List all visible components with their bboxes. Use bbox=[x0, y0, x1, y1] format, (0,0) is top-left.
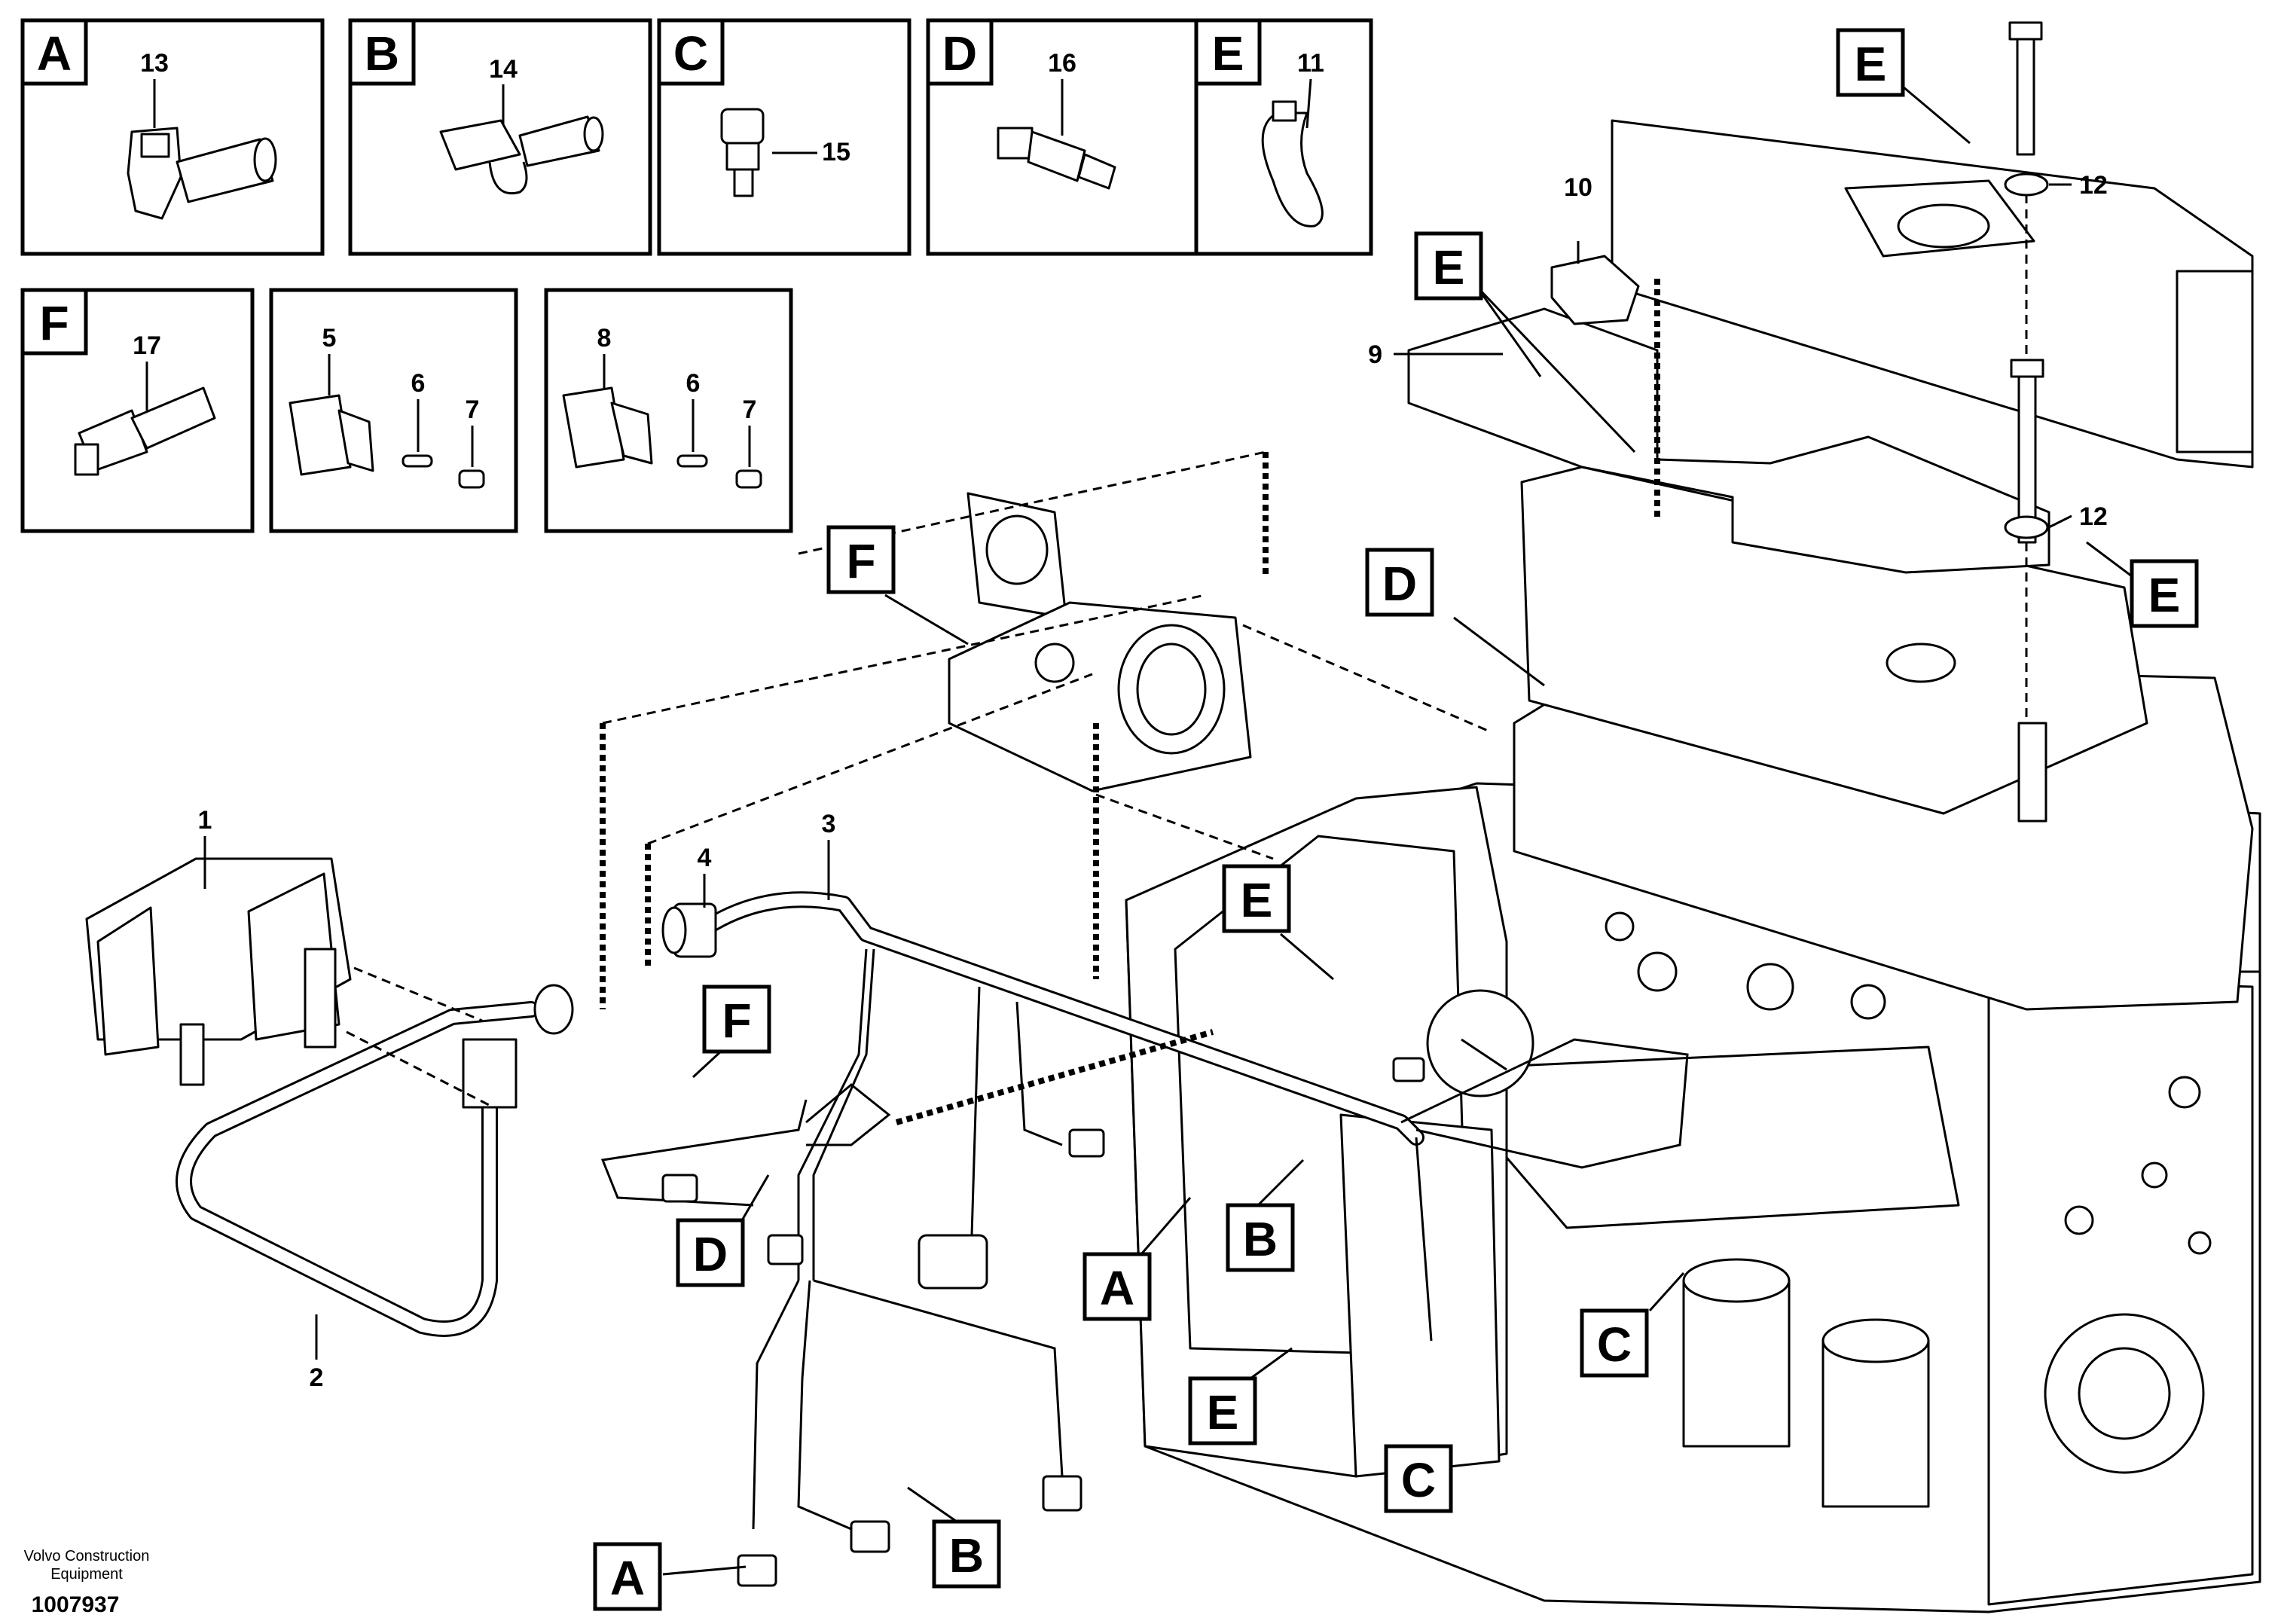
connector-housing-icon bbox=[289, 354, 485, 489]
inset-f-letter: F bbox=[39, 296, 69, 350]
callout-e-gear: E bbox=[1222, 864, 1291, 933]
assembly-lines bbox=[346, 279, 1660, 1125]
inset-b-part-number: 14 bbox=[489, 55, 518, 84]
part-number-12-upper: 12 bbox=[2079, 171, 2108, 200]
callout-c-filter: C bbox=[1580, 1308, 1649, 1378]
harness-connectors bbox=[661, 1057, 1448, 1587]
inset-b: B 14 bbox=[348, 18, 652, 256]
callout-e-right: E bbox=[2130, 559, 2199, 628]
callout-f-harness: F bbox=[702, 984, 771, 1054]
crank-sensor-icon bbox=[127, 79, 277, 220]
footer: Volvo Construction Equipment 1007937 bbox=[24, 1548, 150, 1617]
part-number-3: 3 bbox=[822, 810, 836, 838]
part-number-1: 1 bbox=[198, 806, 212, 835]
sensor-4 bbox=[661, 902, 717, 958]
svg-text:B: B bbox=[1243, 1212, 1278, 1266]
inset-connector-kit-8: 8 6 7 bbox=[544, 288, 793, 533]
cylinder-head bbox=[1513, 466, 2254, 1011]
svg-text:D: D bbox=[693, 1227, 728, 1281]
hose-2 bbox=[176, 984, 574, 1337]
inset-d: D 16 bbox=[926, 18, 1209, 256]
svg-text:F: F bbox=[722, 994, 751, 1048]
oil-filters bbox=[1682, 1258, 1930, 1508]
inset-g-part-7: 7 bbox=[466, 395, 480, 424]
ecu-1 bbox=[85, 857, 352, 1086]
inset-c-letter: C bbox=[673, 26, 708, 81]
relay-10 bbox=[1550, 255, 1640, 325]
inset-a-part-number: 13 bbox=[140, 49, 169, 78]
svg-text:A: A bbox=[1100, 1261, 1134, 1315]
exhaust-manifold bbox=[1611, 119, 2254, 469]
callout-a-bottom: A bbox=[593, 1542, 662, 1611]
pressure-switch-icon bbox=[720, 108, 817, 197]
bolt-12-upper bbox=[2004, 21, 2049, 197]
svg-text:F: F bbox=[846, 534, 875, 588]
temperature-sensor-icon bbox=[997, 79, 1116, 190]
svg-text:E: E bbox=[1855, 37, 1887, 91]
svg-text:A: A bbox=[610, 1551, 645, 1605]
inset-a-letter: A bbox=[37, 26, 72, 81]
callout-d-head: D bbox=[1365, 548, 1434, 617]
part-number-10: 10 bbox=[1564, 173, 1592, 202]
caption-line-2: Equipment bbox=[50, 1566, 123, 1583]
svg-text:B: B bbox=[949, 1528, 984, 1583]
inset-d-letter: D bbox=[942, 26, 977, 81]
callout-e-lower: E bbox=[1188, 1376, 1257, 1445]
callout-b-bottom: B bbox=[932, 1519, 1001, 1589]
callout-c-lower: C bbox=[1384, 1444, 1453, 1513]
pressure-sensor-icon bbox=[74, 362, 216, 476]
callout-e-top: E bbox=[1836, 28, 1905, 97]
svg-text:E: E bbox=[1207, 1385, 1239, 1439]
caption-line-1: Volvo Construction bbox=[24, 1548, 150, 1564]
wiring-harness-3 bbox=[600, 891, 1689, 1531]
part-numbers: 1 2 3 4 9 10 12 12 bbox=[198, 171, 2108, 1392]
cam-sensor-icon bbox=[439, 84, 604, 194]
inset-c: C 15 bbox=[657, 18, 911, 256]
part-number-9: 9 bbox=[1368, 340, 1382, 369]
svg-text:E: E bbox=[1241, 873, 1273, 927]
inset-g-part-6: 6 bbox=[411, 369, 426, 398]
svg-text:E: E bbox=[2148, 568, 2181, 622]
part-number-2: 2 bbox=[310, 1363, 324, 1392]
cable-tie-icon bbox=[1261, 78, 1324, 227]
svg-text:C: C bbox=[1401, 1453, 1436, 1507]
callout-e-shield: E bbox=[1414, 231, 1483, 301]
callout-a-middle: A bbox=[1082, 1252, 1152, 1321]
svg-text:E: E bbox=[1433, 240, 1465, 295]
bolt-12-lower bbox=[2004, 359, 2049, 544]
part-number-12-lower: 12 bbox=[2079, 502, 2108, 531]
callout-d-harness: D bbox=[676, 1218, 745, 1287]
inset-e-part-number: 11 bbox=[1297, 49, 1324, 78]
inset-b-letter: B bbox=[365, 26, 399, 81]
inset-d-part-number: 16 bbox=[1048, 49, 1076, 78]
svg-text:D: D bbox=[1382, 557, 1417, 611]
inset-h-part-6: 6 bbox=[686, 369, 701, 398]
inset-a: A 13 bbox=[20, 18, 325, 256]
leader-lines bbox=[203, 81, 2133, 1576]
inset-c-part-number: 15 bbox=[822, 138, 850, 166]
inset-e-letter: E bbox=[1212, 26, 1244, 81]
part-number-4: 4 bbox=[698, 844, 712, 872]
callout-b-middle: B bbox=[1226, 1203, 1295, 1272]
inset-h-part-7: 7 bbox=[743, 395, 757, 424]
inset-f-part-number: 17 bbox=[133, 331, 161, 360]
connector-housing-icon bbox=[562, 354, 762, 489]
callout-f-flange: F bbox=[826, 525, 896, 594]
inset-f: F 17 bbox=[20, 288, 255, 533]
intake-flange bbox=[948, 492, 1252, 792]
inset-e: E 11 bbox=[1194, 18, 1373, 256]
inset-h-part-8: 8 bbox=[597, 324, 612, 353]
document-number: 1007937 bbox=[32, 1592, 120, 1617]
inset-g-part-5: 5 bbox=[322, 324, 337, 353]
inset-connector-kit-5: 5 6 7 bbox=[269, 288, 518, 533]
svg-text:C: C bbox=[1597, 1317, 1632, 1372]
gear-housing bbox=[1125, 786, 1534, 1478]
